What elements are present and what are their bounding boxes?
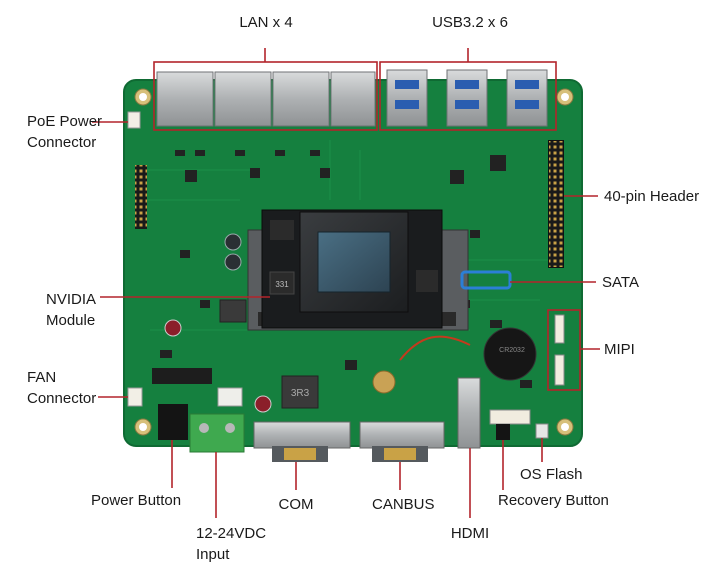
left-pin-header [135,165,147,229]
header40-label: 40-pin Header [604,188,700,205]
mipi-label: MIPI [604,341,635,358]
lan-label: LAN x 4 [239,14,293,31]
poe-label-line1: PoE Power [27,113,103,130]
nvidia-module: 331 [247,209,469,331]
black-connector [152,368,212,384]
sata-connector [460,270,512,290]
jumper [217,387,243,407]
header-40pin [548,140,564,268]
capacitors [164,233,272,413]
dc-label-line2: Input [196,546,230,563]
nvidia-label-line2: Module [46,312,96,329]
com-label: COM [278,496,314,513]
recovery-button-label: Recovery Button [498,492,609,509]
hdmi-port-part [457,377,481,449]
inductor-small [219,299,247,323]
mipi-connectors [554,314,565,386]
fan-label-line1: FAN [27,369,57,386]
usb-label: USB3.2 x 6 [432,14,508,31]
recovery-button-part [489,409,531,425]
os-flash-label: OS Flash [520,466,583,483]
smd-components [160,150,532,388]
coin-battery: CR2032 [399,327,537,381]
os-flash-part [535,423,549,439]
svg-text:CR2032: CR2032 [499,347,525,354]
inductor-3r3: 3R3 [281,375,319,409]
lan-ports [156,71,376,127]
canbus-label: CANBUS [372,496,435,513]
poe-connector [127,111,141,129]
fan-label-line2: Connector [27,390,97,407]
com-port-part [253,421,351,462]
recovery-switch [496,424,510,440]
sata-label: SATA [602,274,639,291]
mounting-holes [134,88,574,436]
dc-label-line1: 12-24VDC [196,525,267,542]
poe-label-line2: Connector [27,134,97,151]
usb-ports [386,69,548,127]
module-inductor-marking: 331 [275,280,289,289]
svg-text:3R3: 3R3 [291,388,310,399]
nvidia-label-line1: NVIDIA [46,291,97,308]
callouts [92,48,600,518]
dc-terminal-part [189,413,245,453]
fan-connector-part [127,387,143,407]
mipi-callout-box [547,309,581,391]
hdmi-label: HDMI [450,525,490,542]
rtc-coin-cell [372,370,396,394]
canbus-port-part [359,421,445,462]
power-button-label: Power Button [91,492,182,509]
power-button-part [158,404,188,440]
